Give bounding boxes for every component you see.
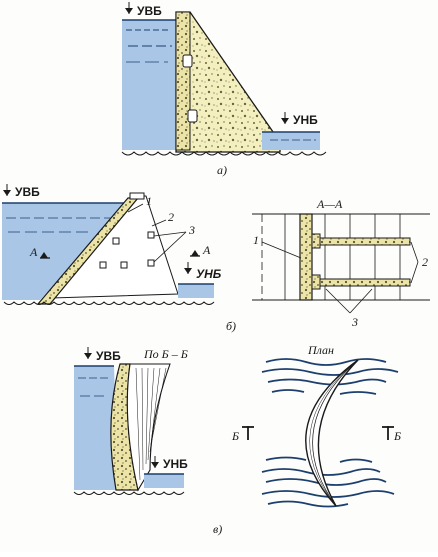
fig-c-arch-dam: По Б – Б УВБ УНБ План: [73, 343, 401, 536]
fig-a-gallery-bottom: [187, 109, 198, 123]
fig-b-section-buttress-top: [311, 237, 411, 246]
fig-b-section-callout-2: 2: [422, 255, 428, 269]
fig-b-callout-1: 1: [146, 194, 152, 208]
fig-c-section-mark-right: Б: [393, 429, 401, 443]
fig-a-foundation: [121, 151, 327, 156]
fig-a-gravity-dam: УВБ УНБ а): [121, 2, 327, 177]
fig-b-buttress-dam: УВБ УНБ А А 1 2 3 А—А: [2, 184, 430, 333]
fig-c-foundation: [73, 491, 185, 495]
fig-c-upstream-label: УВБ: [96, 349, 121, 363]
fig-c-downstream-label: УНБ: [163, 457, 188, 471]
fig-b-section-mark-right: А: [202, 243, 211, 257]
fig-a-caption: а): [217, 163, 227, 177]
fig-b-opening: [120, 261, 128, 269]
fig-a-dam-body: [175, 11, 281, 153]
fig-c-plan-banks-lower: [261, 456, 395, 508]
fig-b-section-view: [252, 213, 430, 301]
fig-a-downstream-label: УНБ: [293, 113, 318, 127]
fig-b-opening: [147, 231, 155, 239]
fig-c-tailwater: [144, 474, 184, 488]
fig-b-section-arrow-left-icon: [40, 252, 48, 258]
fig-b-opening: [147, 259, 155, 267]
fig-b-section-callout-1: 1: [253, 233, 259, 247]
fig-b-downstream-label: УНБ: [196, 267, 222, 281]
fig-c-plan-title: План: [307, 343, 334, 357]
fig-b-section-buttress-bottom: [311, 278, 411, 287]
fig-a-reservoir: [122, 20, 176, 150]
fig-b-callout-3: 3: [188, 223, 195, 237]
fig-b-caption: б): [226, 319, 236, 333]
fig-a-upstream-label: УВБ: [137, 4, 162, 18]
fig-b-foundation: [3, 301, 215, 305]
fig-b-opening: [99, 261, 107, 269]
fig-b-section-slab: [299, 213, 313, 301]
fig-b-reservoir: [2, 203, 128, 300]
fig-c-section-title: По Б – Б: [143, 347, 188, 361]
fig-b-section-callout-3: 3: [351, 315, 358, 329]
fig-b-section-mark-left: А: [29, 245, 38, 259]
fig-b-opening: [112, 237, 120, 245]
fig-c-section-mark-left: Б: [231, 429, 239, 443]
fig-b-section-arrow-right-icon: [191, 250, 199, 256]
fig-b-tailwater: [178, 284, 214, 298]
fig-b-upstream-label: УВБ: [15, 185, 40, 199]
fig-a-gallery-top: [182, 54, 193, 68]
fig-b-section-title: А—А: [316, 197, 343, 211]
fig-c-caption: в): [213, 522, 222, 536]
fig-c-arch-surface: [126, 363, 171, 492]
fig-a-tailwater: [262, 132, 320, 150]
fig-c-reservoir: [74, 366, 118, 490]
fig-b-callout-2: 2: [168, 210, 174, 224]
